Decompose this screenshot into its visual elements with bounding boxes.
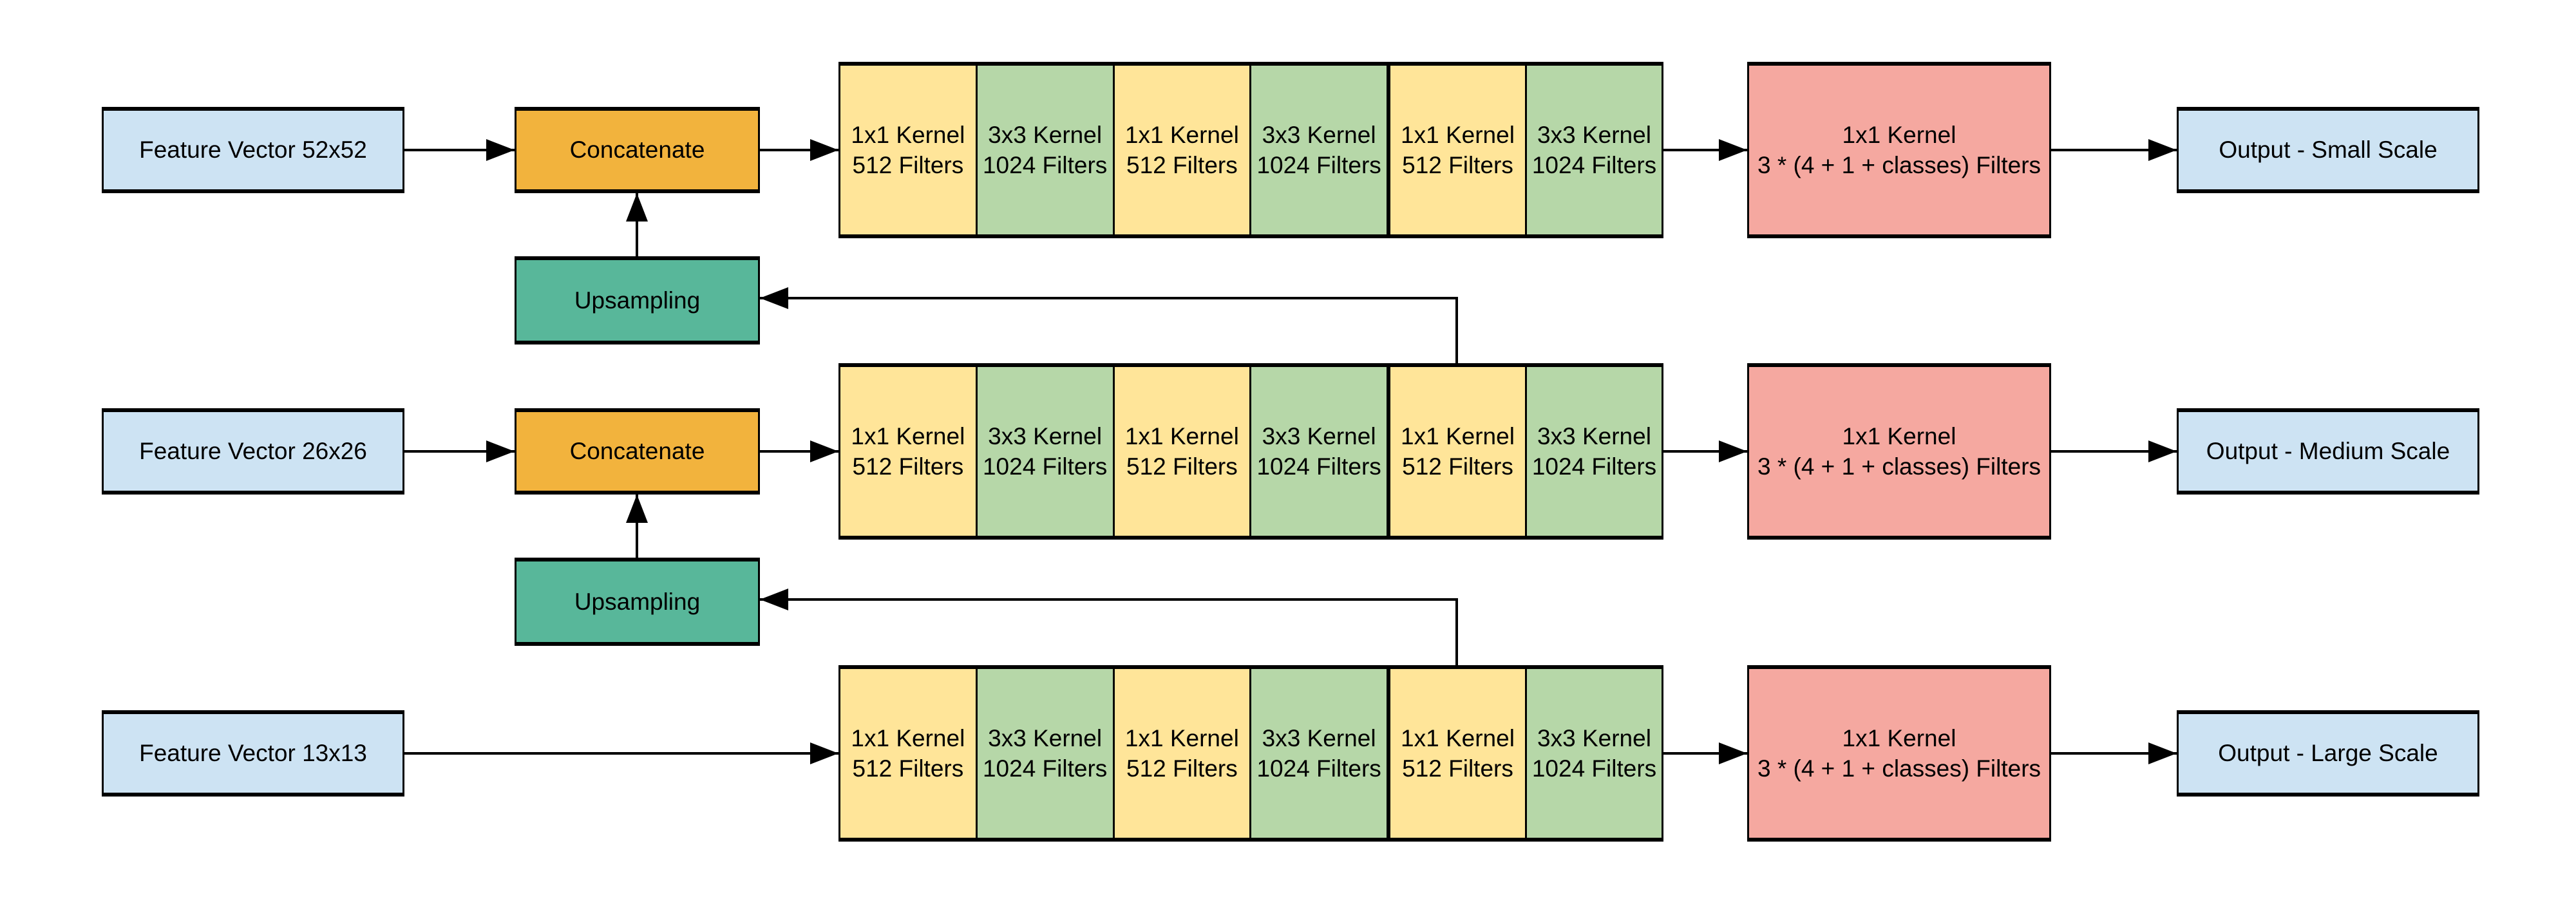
kernel-cell-4-row3: 3x3 Kernel 1024 Filters xyxy=(1249,669,1387,838)
kernel-cell-4-row1: 3x3 Kernel 1024 Filters xyxy=(1249,66,1387,234)
feature-vector-box-row3: Feature Vector 13x13 xyxy=(102,710,404,797)
detection-layer-box-row2: 1x1 Kernel 3 * (4 + 1 + classes) Filters xyxy=(1747,363,2051,540)
kernel-cell-5-line1-row2: 1x1 Kernel xyxy=(1401,422,1515,449)
kernel-cell-5-row2: 1x1 Kernel 512 Filters xyxy=(1390,367,1525,536)
upsampling-box-row1: Upsampling xyxy=(515,256,760,344)
kernel-cell-3-row3: 1x1 Kernel 512 Filters xyxy=(1112,669,1250,838)
kernel-group-b-row2: 1x1 Kernel 512 Filters 3x3 Kernel 1024 F… xyxy=(1388,363,1663,540)
kernel-cell-2-line1-row2: 3x3 Kernel xyxy=(988,422,1103,449)
output-box-row2: Output - Medium Scale xyxy=(2177,408,2479,495)
kernel-cell-4-line1-row3: 3x3 Kernel xyxy=(1262,724,1376,751)
kernel-cell-2-line2-row1: 1024 Filters xyxy=(982,152,1108,178)
kernel-cell-6-line1-row2: 3x3 Kernel xyxy=(1537,422,1651,449)
kernel-cell-6-line2-row1: 1024 Filters xyxy=(1531,152,1657,178)
upsampling-box-row2: Upsampling xyxy=(515,558,760,646)
feature-vector-label-row1: Feature Vector 52x52 xyxy=(139,137,367,164)
kernel-cell-2-row1: 3x3 Kernel 1024 Filters xyxy=(975,66,1113,234)
feature-vector-box-row1: Feature Vector 52x52 xyxy=(102,107,404,193)
kernel-cell-5-line2-row3: 512 Filters xyxy=(1402,755,1513,782)
kernel-cell-4-line1-row1: 3x3 Kernel xyxy=(1262,121,1376,148)
feature-vector-label-row2: Feature Vector 26x26 xyxy=(139,438,367,465)
kernel-cell-2-line1-row1: 3x3 Kernel xyxy=(988,121,1103,148)
kernel-cell-1-line2-row2: 512 Filters xyxy=(852,453,964,480)
kernel-cell-3-line1-row3: 1x1 Kernel xyxy=(1124,724,1239,751)
feature-vector-box-row2: Feature Vector 26x26 xyxy=(102,408,404,495)
kernel-cell-3-line2-row1: 512 Filters xyxy=(1126,152,1238,178)
arrow-kernels-row3-to-upsampling-row2 xyxy=(760,589,1458,665)
kernel-cell-4-line2-row3: 1024 Filters xyxy=(1256,755,1381,782)
kernel-cell-1-line1-row1: 1x1 Kernel xyxy=(851,121,965,148)
kernel-group-b-row1: 1x1 Kernel 512 Filters 3x3 Kernel 1024 F… xyxy=(1388,62,1663,238)
kernel-cell-3-line1-row1: 1x1 Kernel xyxy=(1124,121,1239,148)
detection-line2-row2: 3 * (4 + 1 + classes) Filters xyxy=(1757,453,2041,480)
feature-vector-label-row3: Feature Vector 13x13 xyxy=(139,740,367,767)
kernel-cell-5-line2-row1: 512 Filters xyxy=(1402,152,1513,178)
row-medium-scale: Feature Vector 26x26 Concatenate 1x1 Ker… xyxy=(0,301,2576,662)
kernel-cell-1-row1: 1x1 Kernel 512 Filters xyxy=(840,66,976,234)
kernel-cell-1-line1-row2: 1x1 Kernel xyxy=(851,422,965,449)
kernel-cell-3-row2: 1x1 Kernel 512 Filters xyxy=(1112,367,1250,536)
upsampling-label-row2: Upsampling xyxy=(574,588,701,615)
kernel-cell-4-row2: 3x3 Kernel 1024 Filters xyxy=(1249,367,1387,536)
output-box-row1: Output - Small Scale xyxy=(2177,107,2479,193)
output-label-row1: Output - Small Scale xyxy=(2219,137,2438,164)
arrow-kernels-row2-to-upsampling-row1 xyxy=(760,287,1458,363)
row-small-scale: Feature Vector 52x52 Concatenate 1x1 Ker… xyxy=(0,0,2576,361)
kernel-cell-5-row1: 1x1 Kernel 512 Filters xyxy=(1390,66,1525,234)
detection-line1-row1: 1x1 Kernel xyxy=(1842,121,1956,148)
output-label-row3: Output - Large Scale xyxy=(2218,740,2438,767)
detection-layer-box-row1: 1x1 Kernel 3 * (4 + 1 + classes) Filters xyxy=(1747,62,2051,238)
kernel-cell-1-line1-row3: 1x1 Kernel xyxy=(851,724,965,751)
kernel-cell-6-line2-row3: 1024 Filters xyxy=(1531,755,1657,782)
concatenate-label-row1: Concatenate xyxy=(569,137,705,164)
kernel-cell-1-line2-row3: 512 Filters xyxy=(852,755,964,782)
concatenate-label-row2: Concatenate xyxy=(569,438,705,465)
detection-line1-row3: 1x1 Kernel xyxy=(1842,724,1956,751)
kernel-cell-6-line2-row2: 1024 Filters xyxy=(1531,453,1657,480)
kernel-cell-1-row3: 1x1 Kernel 512 Filters xyxy=(840,669,976,838)
detection-line2-row3: 3 * (4 + 1 + classes) Filters xyxy=(1757,755,2041,782)
kernel-group-a-row1: 1x1 Kernel 512 Filters 3x3 Kernel 1024 F… xyxy=(838,62,1388,238)
kernel-cell-3-line2-row2: 512 Filters xyxy=(1126,453,1238,480)
kernel-cell-6-row3: 3x3 Kernel 1024 Filters xyxy=(1525,669,1662,838)
kernel-cell-5-line2-row2: 512 Filters xyxy=(1402,453,1513,480)
kernel-cell-1-row2: 1x1 Kernel 512 Filters xyxy=(840,367,976,536)
kernel-cell-2-line1-row3: 3x3 Kernel xyxy=(988,724,1103,751)
kernel-cell-6-row1: 3x3 Kernel 1024 Filters xyxy=(1525,66,1662,234)
kernel-cell-2-line2-row2: 1024 Filters xyxy=(982,453,1108,480)
kernel-cell-5-row3: 1x1 Kernel 512 Filters xyxy=(1390,669,1525,838)
kernel-cell-5-line1-row3: 1x1 Kernel xyxy=(1401,724,1515,751)
concatenate-box-row2: Concatenate xyxy=(515,408,760,495)
output-label-row2: Output - Medium Scale xyxy=(2206,438,2450,465)
kernel-cell-2-row3: 3x3 Kernel 1024 Filters xyxy=(975,669,1113,838)
concatenate-box-row1: Concatenate xyxy=(515,107,760,193)
detection-layer-box-row3: 1x1 Kernel 3 * (4 + 1 + classes) Filters xyxy=(1747,665,2051,842)
kernel-cell-3-line1-row2: 1x1 Kernel xyxy=(1124,422,1239,449)
output-box-row3: Output - Large Scale xyxy=(2177,710,2479,797)
kernel-cell-3-line2-row3: 512 Filters xyxy=(1126,755,1238,782)
kernel-cell-4-line2-row2: 1024 Filters xyxy=(1256,453,1381,480)
kernel-cell-2-row2: 3x3 Kernel 1024 Filters xyxy=(975,367,1113,536)
kernel-group-b-row3: 1x1 Kernel 512 Filters 3x3 Kernel 1024 F… xyxy=(1388,665,1663,842)
upsampling-label-row1: Upsampling xyxy=(574,287,701,314)
detection-line2-row1: 3 * (4 + 1 + classes) Filters xyxy=(1757,152,2041,178)
kernel-cell-6-line1-row3: 3x3 Kernel xyxy=(1537,724,1651,751)
kernel-cell-6-row2: 3x3 Kernel 1024 Filters xyxy=(1525,367,1662,536)
kernel-group-a-row2: 1x1 Kernel 512 Filters 3x3 Kernel 1024 F… xyxy=(838,363,1388,540)
kernel-cell-5-line1-row1: 1x1 Kernel xyxy=(1401,121,1515,148)
row-large-scale: Feature Vector 13x13 1x1 Kernel 512 Filt… xyxy=(0,603,2576,915)
kernel-cell-6-line1-row1: 3x3 Kernel xyxy=(1537,121,1651,148)
kernel-cell-1-line2-row1: 512 Filters xyxy=(852,152,964,178)
kernel-cell-3-row1: 1x1 Kernel 512 Filters xyxy=(1112,66,1250,234)
kernel-cell-4-line2-row1: 1024 Filters xyxy=(1256,152,1381,178)
kernel-cell-4-line1-row2: 3x3 Kernel xyxy=(1262,422,1376,449)
detection-line1-row2: 1x1 Kernel xyxy=(1842,422,1956,449)
kernel-cell-2-line2-row3: 1024 Filters xyxy=(982,755,1108,782)
kernel-group-a-row3: 1x1 Kernel 512 Filters 3x3 Kernel 1024 F… xyxy=(838,665,1388,842)
